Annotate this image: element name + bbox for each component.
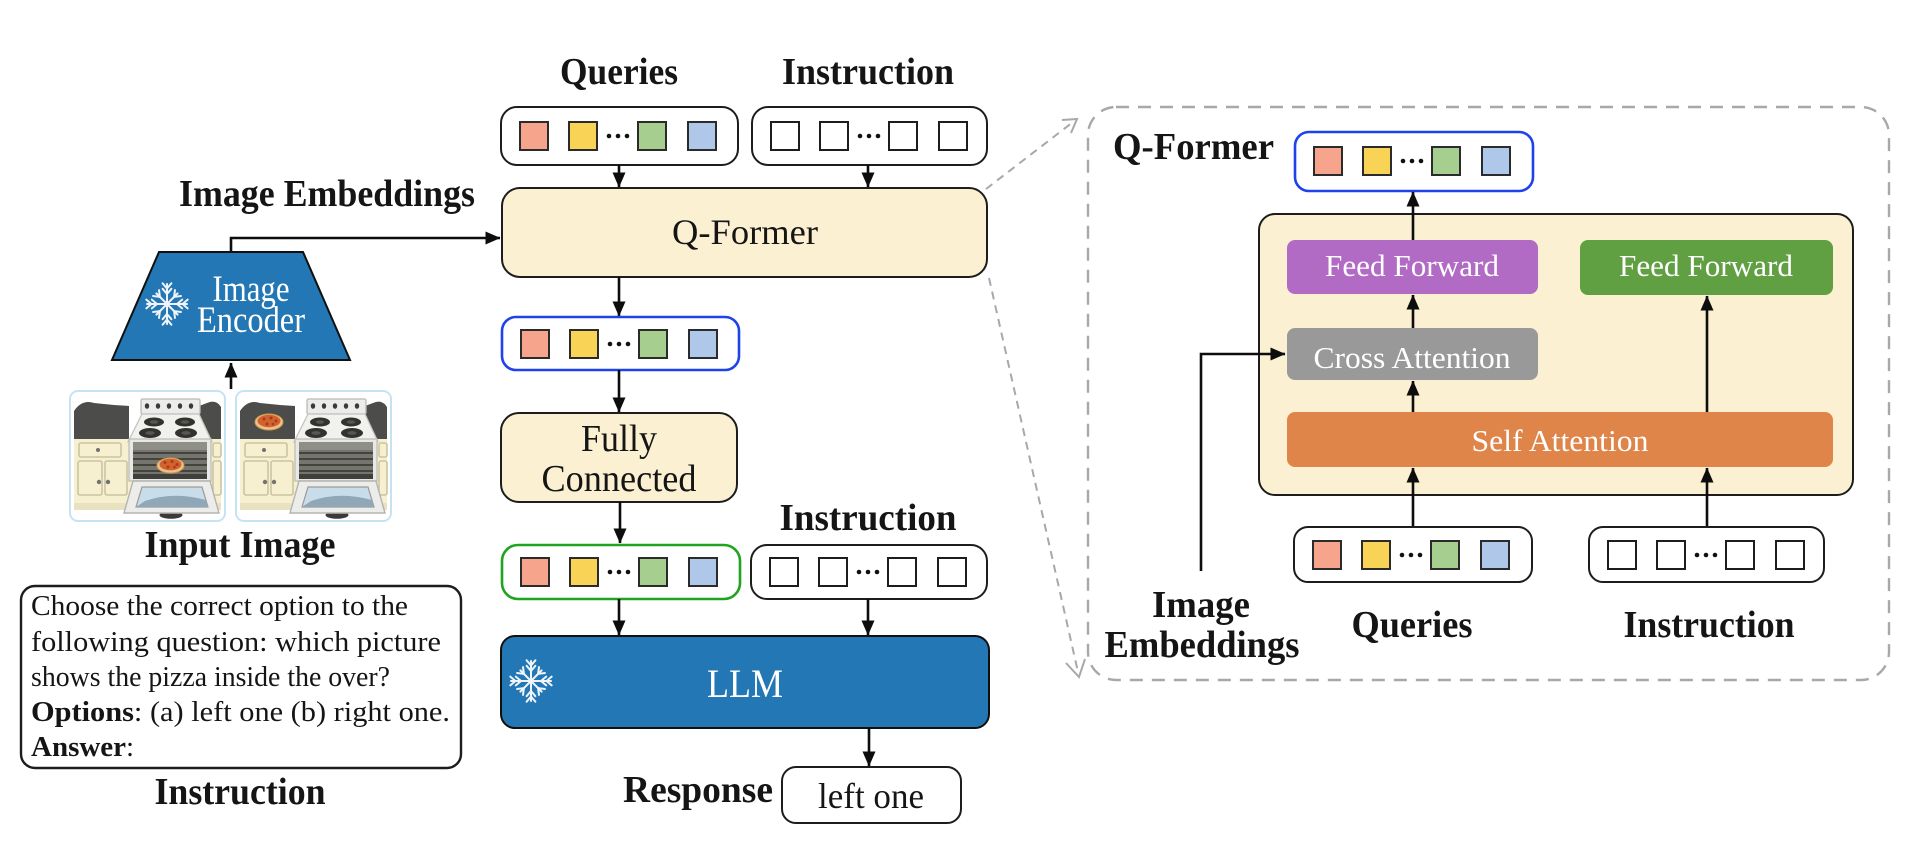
- svg-text:Cross Attention: Cross Attention: [1314, 340, 1512, 375]
- svg-text:Q-Former: Q-Former: [1113, 126, 1274, 168]
- svg-text:Answer:: Answer:: [31, 731, 134, 763]
- svg-text:Q-Former: Q-Former: [672, 212, 818, 252]
- svg-text:Instruction: Instruction: [782, 51, 954, 93]
- svg-text:Image Embeddings: Image Embeddings: [179, 173, 475, 215]
- svg-text:Image: Image: [1152, 584, 1250, 626]
- svg-text:Input Image: Input Image: [145, 524, 336, 566]
- svg-text:Queries: Queries: [1352, 604, 1473, 646]
- svg-text:Feed Forward: Feed Forward: [1325, 248, 1499, 283]
- svg-text:Self Attention: Self Attention: [1472, 423, 1650, 458]
- svg-text:Embeddings: Embeddings: [1105, 624, 1300, 666]
- svg-text:Choose the correct option to t: Choose the correct option to the: [31, 590, 408, 622]
- svg-text:Instruction: Instruction: [1624, 604, 1795, 646]
- svg-text:following question: which pict: following question: which picture: [31, 626, 441, 658]
- svg-text:LLM: LLM: [707, 661, 783, 706]
- svg-text:shows the pizza inside the ove: shows the pizza inside the over?: [31, 661, 390, 693]
- svg-text:Feed Forward: Feed Forward: [1619, 248, 1793, 283]
- svg-text:left one: left one: [818, 776, 924, 816]
- svg-text:Queries: Queries: [560, 51, 678, 93]
- svg-text:Response: Response: [623, 769, 773, 811]
- svg-text:Connected: Connected: [542, 458, 697, 500]
- svg-text:Encoder: Encoder: [197, 300, 305, 341]
- svg-text:Image: Image: [213, 269, 290, 310]
- svg-text:Instruction: Instruction: [780, 497, 957, 539]
- svg-text:Instruction: Instruction: [155, 771, 326, 813]
- svg-text:Options: (a) left one (b) righ: Options: (a) left one (b) right one.: [31, 696, 450, 728]
- svg-text:Fully: Fully: [581, 418, 657, 460]
